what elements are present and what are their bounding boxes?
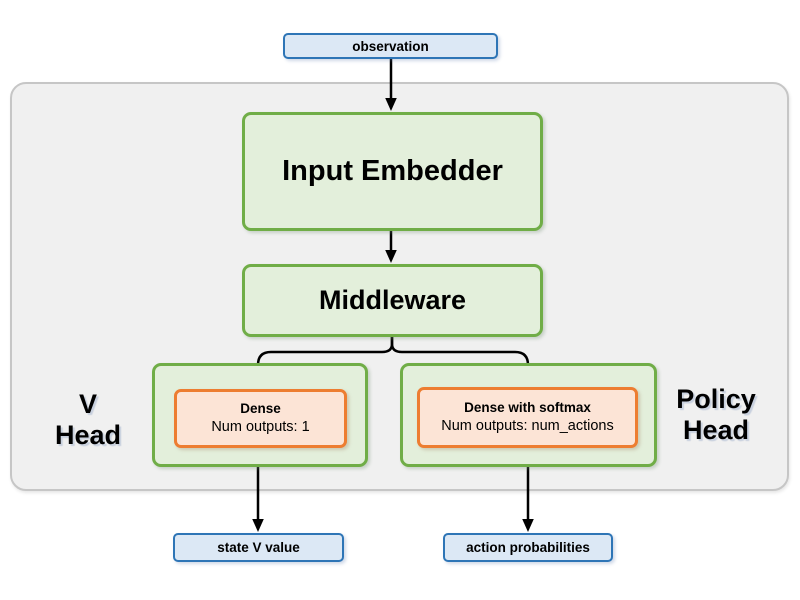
policy-dense-node: Dense with softmax Num outputs: num_acti… (417, 387, 638, 448)
policy-head-label: Policy Head (651, 384, 781, 446)
v-dense-node: Dense Num outputs: 1 (174, 389, 347, 448)
middleware-node: Middleware (242, 264, 543, 337)
v-head-label: V Head (28, 389, 148, 451)
input-embedder-label: Input Embedder (282, 155, 503, 187)
state-v-value-node: state V value (173, 533, 344, 562)
action-probabilities-node: action probabilities (443, 533, 613, 562)
observation-label: observation (352, 38, 429, 54)
observation-node: observation (283, 33, 498, 59)
policy-head-label-line1: Policy (676, 384, 756, 414)
state-v-value-label: state V value (217, 540, 300, 555)
input-embedder-node: Input Embedder (242, 112, 543, 231)
policy-dense-title: Dense with softmax (464, 400, 591, 415)
policy-head-label-line2: Head (682, 415, 750, 445)
v-dense-subtitle: Num outputs: 1 (211, 419, 310, 435)
action-probabilities-label: action probabilities (466, 540, 590, 555)
v-head-label-line2: Head (54, 420, 122, 450)
middleware-label: Middleware (318, 285, 467, 315)
policy-dense-subtitle: Num outputs: num_actions (441, 418, 614, 434)
v-head-label-line1: V (78, 389, 97, 419)
v-dense-title: Dense (240, 401, 281, 416)
